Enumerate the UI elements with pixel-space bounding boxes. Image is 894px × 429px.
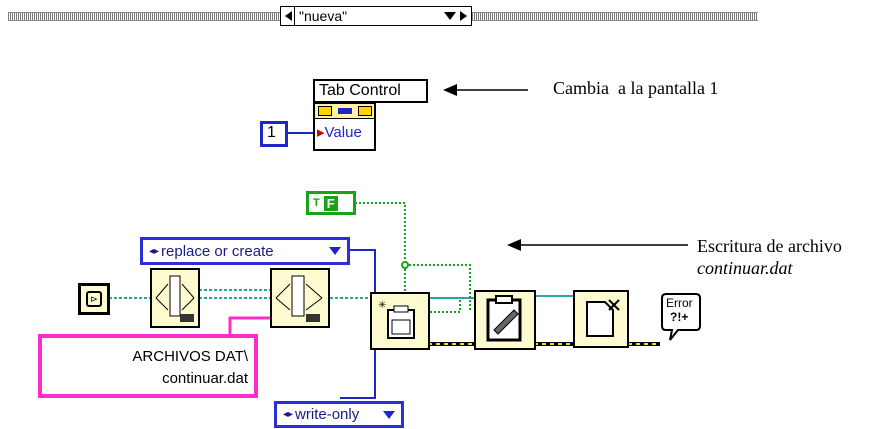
close-file-glyph [586,299,620,337]
svg-text:✳: ✳ [378,300,386,311]
error-handler-sub: ?!+ [670,310,689,324]
case-dropdown-icon[interactable] [444,12,456,20]
tab-control-label[interactable]: Tab Control [313,79,428,103]
property-value-row[interactable]: ▸Value [317,124,362,141]
error-handler-icon[interactable]: Error ?!+ [658,292,704,348]
numeric-constant[interactable]: 1 [260,121,288,147]
refnum-icon[interactable]: ⊳ [78,283,110,315]
boolean-constant-label: F [323,195,338,211]
note-file-write-filename: continuar.dat [697,258,793,278]
build-path-icon[interactable] [150,268,200,328]
write-file-glyph [486,295,522,342]
build-path-glyph [155,275,195,322]
path-constant[interactable]: ARCHIVOS DAT\ continuar.dat [38,334,258,398]
path-line-1: ARCHIVOS DAT\ [132,348,248,365]
access-mode-enum[interactable]: ◂▸ write-only [274,401,404,428]
build-path-icon-2[interactable] [270,268,330,328]
case-structure-border-left [8,12,280,21]
increment-case-icon[interactable] [460,11,467,21]
case-selector[interactable]: "nueva" [280,6,472,26]
boolean-false-constant[interactable]: T F [306,191,356,215]
case-structure-border-right [472,12,758,21]
open-file-glyph: ✳ [378,300,415,339]
open-file-icon[interactable]: ✳ [370,292,430,350]
access-mode-value: write-only [295,406,360,423]
wire-enum-write [340,350,376,399]
wire-bool-2 [405,264,471,312]
access-mode-dropdown-icon[interactable] [383,410,395,419]
annotation-arrowhead-1 [443,84,457,96]
wire-bool [355,202,461,313]
write-file-icon[interactable] [474,290,536,350]
annotation-arrowhead-2 [507,239,521,251]
tab-control-title: Tab Control [319,82,401,99]
wire-enum-open [348,249,376,300]
property-node-header [315,104,374,119]
property-node[interactable]: ▸Value [313,103,376,151]
error-handler-label: Error [666,296,693,310]
error-bubble-glyph [661,293,701,341]
path-line-2: continuar.dat [162,370,248,387]
note-file-write-title: Escritura de archivo [697,236,842,256]
wire-junction [401,261,409,269]
close-file-icon[interactable] [573,290,629,348]
open-mode-value: replace or create [161,242,274,260]
open-mode-enum[interactable]: ◂▸ replace or create [140,237,350,265]
case-selector-value: "nueva" [299,8,348,24]
property-value-label: Value [324,124,362,141]
open-mode-dropdown-icon[interactable] [329,247,341,255]
decrement-case-icon[interactable] [285,11,292,21]
note-screen-change: Cambia a la pantalla 1 [553,78,719,98]
build-path-glyph-2 [275,275,323,322]
numeric-constant-value: 1 [267,124,276,141]
